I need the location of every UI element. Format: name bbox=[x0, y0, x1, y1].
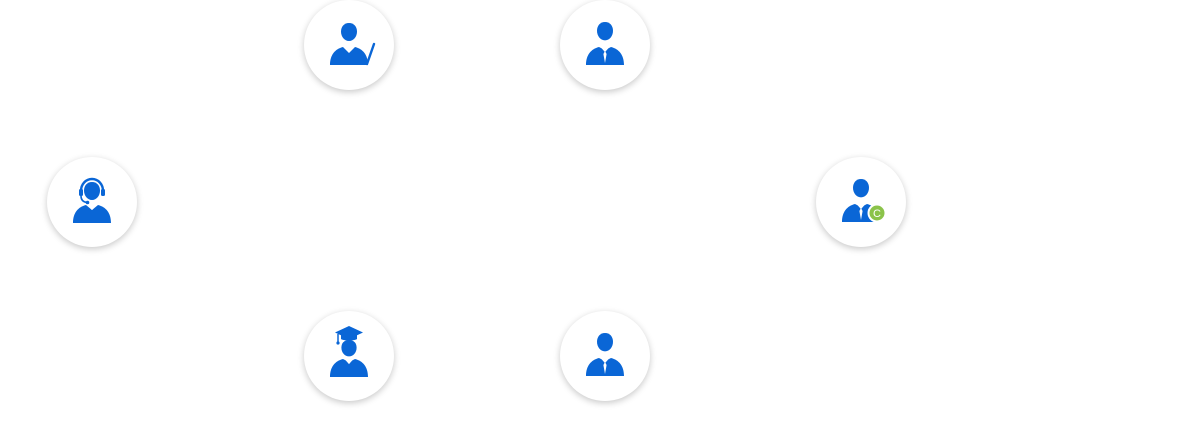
role-node-teacher[interactable] bbox=[304, 0, 394, 90]
teacher-icon bbox=[330, 23, 376, 66]
copyright-owner-icon: C bbox=[842, 179, 887, 223]
role-node-businessman[interactable] bbox=[560, 0, 650, 90]
role-node-graduate[interactable] bbox=[304, 311, 394, 401]
role-node-employee[interactable] bbox=[560, 311, 650, 401]
graduate-icon bbox=[330, 326, 368, 377]
role-node-customer-service[interactable] bbox=[47, 157, 137, 247]
copyright-badge: C bbox=[867, 203, 887, 223]
customer-service-icon bbox=[73, 177, 111, 223]
employee-icon bbox=[586, 333, 624, 376]
role-node-copyright-owner[interactable]: C bbox=[816, 157, 906, 247]
businessman-icon bbox=[586, 22, 624, 65]
copyright-badge-label: C bbox=[873, 208, 881, 220]
